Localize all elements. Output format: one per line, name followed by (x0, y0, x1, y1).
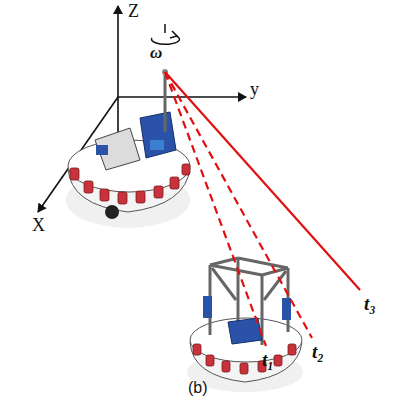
time-label: t₃ (364, 294, 376, 313)
time-label: t₁ (262, 350, 274, 369)
axis-label: Z (128, 2, 139, 20)
axis-label: y (250, 80, 259, 98)
axis-label: X (32, 216, 45, 234)
figure-caption: (b) (188, 380, 208, 396)
time-label: t₂ (312, 342, 324, 361)
angular-velocity-symbol: ω (150, 44, 162, 61)
